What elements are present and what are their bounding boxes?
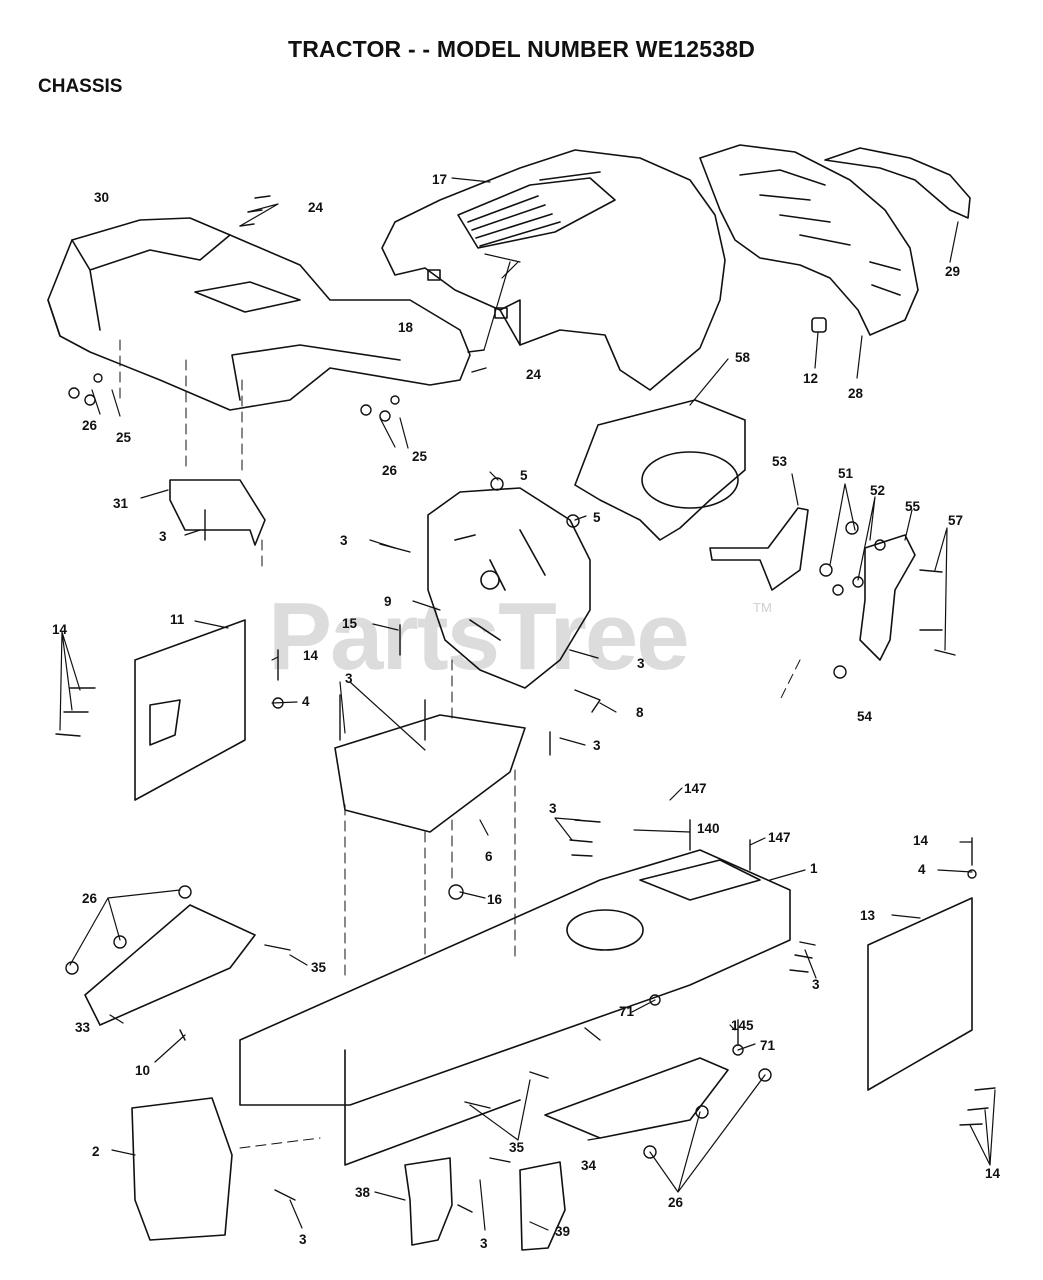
callout-18: 18: [398, 320, 414, 335]
main-frame-part: [239, 849, 791, 1166]
callout-33: 33: [75, 1020, 91, 1035]
callout-58: 58: [735, 350, 751, 365]
leader-lines: [59, 177, 996, 1231]
callout-31: 31: [113, 496, 129, 511]
dash-panel-part: [427, 487, 591, 689]
callout-26: 26: [382, 463, 398, 478]
callout-53: 53: [772, 454, 788, 469]
clip-part: [811, 317, 827, 333]
callout-5: 5: [520, 468, 528, 483]
callout-30: 30: [94, 190, 109, 205]
step-plate-right-part: [544, 1057, 729, 1139]
callout-25: 25: [116, 430, 132, 445]
callout-17: 17: [432, 172, 447, 187]
callout-28: 28: [848, 386, 864, 401]
callout-11: 11: [170, 612, 185, 627]
bracket-39-part: [519, 1161, 566, 1251]
callout-24: 24: [308, 200, 324, 215]
callout-24: 24: [526, 367, 542, 382]
callout-52: 52: [870, 483, 885, 498]
callout-35: 35: [311, 960, 327, 975]
callout-3: 3: [549, 801, 557, 816]
callout-34: 34: [581, 1158, 597, 1173]
side-panel-right-part: [867, 897, 973, 1091]
callout-14: 14: [985, 1166, 1001, 1181]
hood-tab-part: [427, 269, 441, 281]
callout-9: 9: [384, 594, 392, 609]
side-panel-left-part: [134, 619, 246, 801]
callout-13: 13: [860, 908, 876, 923]
callout-140: 140: [697, 821, 720, 836]
callout-4: 4: [302, 694, 310, 709]
fender-bracket-part: [169, 479, 266, 546]
lift-plate-part: [859, 534, 916, 661]
callout-57: 57: [948, 513, 963, 528]
floor-plate-part: [334, 714, 526, 833]
watermark-logo: PartsTree: [268, 583, 690, 690]
callout-26: 26: [668, 1195, 684, 1210]
callout-labels: 30 24 17 18 29 25 26 24 26 25 12 28 58 3…: [52, 172, 1001, 1251]
callout-71: 71: [619, 1004, 635, 1019]
front-plate-part: [131, 1097, 233, 1241]
callout-25: 25: [412, 449, 428, 464]
callout-51: 51: [838, 466, 854, 481]
callout-26: 26: [82, 418, 98, 433]
callout-1: 1: [810, 861, 818, 876]
bracket-part: [709, 507, 809, 591]
callout-14: 14: [52, 622, 68, 637]
callout-3: 3: [299, 1232, 307, 1247]
headlight-lens-part: [824, 147, 971, 219]
callout-39: 39: [555, 1224, 570, 1239]
callout-16: 16: [487, 892, 503, 907]
callout-14: 14: [913, 833, 929, 848]
callout-14: 14: [303, 648, 319, 663]
callout-3: 3: [345, 671, 353, 686]
callout-38: 38: [355, 1185, 371, 1200]
callout-3: 3: [637, 656, 645, 671]
callout-54: 54: [857, 709, 873, 724]
callout-8: 8: [636, 705, 644, 720]
page-title: TRACTOR - - MODEL NUMBER WE12538D: [287, 36, 756, 62]
callout-55: 55: [905, 499, 921, 514]
callout-2: 2: [92, 1144, 100, 1159]
section-title: CHASSIS: [38, 76, 123, 97]
callout-15: 15: [342, 616, 358, 631]
callout-10: 10: [135, 1063, 150, 1078]
callout-35: 35: [509, 1140, 525, 1155]
alignment-lines: [119, 339, 801, 1149]
callout-26: 26: [82, 891, 98, 906]
callout-71: 71: [760, 1038, 776, 1053]
bracket-38-part: [404, 1157, 453, 1246]
grille-part: [699, 144, 919, 336]
rear-fender-part: [47, 217, 471, 411]
callout-3: 3: [340, 533, 348, 548]
callout-147: 147: [684, 781, 707, 796]
callout-5: 5: [593, 510, 601, 525]
callout-12: 12: [803, 371, 818, 386]
callout-3: 3: [159, 529, 167, 544]
callout-6: 6: [485, 849, 493, 864]
callout-4: 4: [918, 862, 926, 877]
callout-29: 29: [945, 264, 960, 279]
belt-cover-part: [574, 399, 746, 541]
fastener-glyphs: [55, 195, 996, 1213]
callout-145: 145: [731, 1018, 754, 1033]
hood-part: [381, 149, 726, 391]
callout-3: 3: [812, 977, 820, 992]
watermark-trademark: TM: [753, 600, 772, 615]
callout-3: 3: [480, 1236, 488, 1251]
callout-3: 3: [593, 738, 601, 753]
callout-147: 147: [768, 830, 791, 845]
step-plate-left-part: [84, 904, 256, 1026]
